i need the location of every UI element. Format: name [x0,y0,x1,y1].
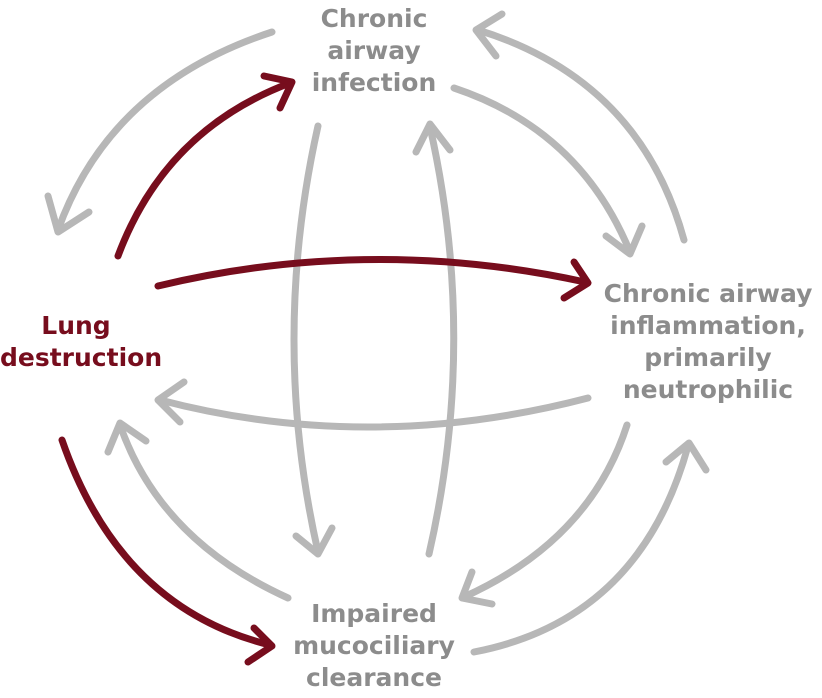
arrow-inflammation-to-destruction [154,378,592,431]
node-lung-destruction: Lung destruction [0,310,163,374]
node-label-line: destruction [0,343,163,372]
node-label-line: primarily [644,343,772,372]
arrow-destruction-to-clearance-red [58,436,276,666]
node-label-line: airway [327,36,421,65]
node-label-line: neutrophilic [622,375,794,404]
arrow-clearance-to-infection [412,120,458,558]
node-label-line: inflammation, [610,311,806,340]
node-label-line: clearance [306,663,442,692]
node-label-line: Chronic [320,4,428,33]
arrow-destruction-to-infection-red [114,72,296,260]
node-label-line: Impaired [311,599,437,628]
arrow-clearance-to-inflammation-outer [470,439,710,656]
node-chronic-airway-infection: Chronic airway infection [274,3,474,99]
arrow-infection-to-destruction [44,28,276,236]
arrow-infection-to-clearance [290,122,336,558]
node-chronic-airway-inflammation: Chronic airway inflammation, primarily n… [596,278,820,406]
arrow-inflammation-to-infection [472,10,688,244]
arrow-destruction-to-clearance-outer [104,419,292,602]
arrow-infection-to-inflammation [450,84,646,258]
arrow-inflammation-to-clearance [458,421,631,608]
node-label-line: infection [311,68,437,97]
node-label-line: mucociliary [293,631,455,660]
node-impaired-mucociliary-clearance: Impaired mucociliary clearance [272,598,476,694]
node-label-line: Chronic airway [603,279,813,308]
arrow-destruction-to-inflammation-red [154,255,592,302]
node-label-line: Lung [41,311,111,340]
